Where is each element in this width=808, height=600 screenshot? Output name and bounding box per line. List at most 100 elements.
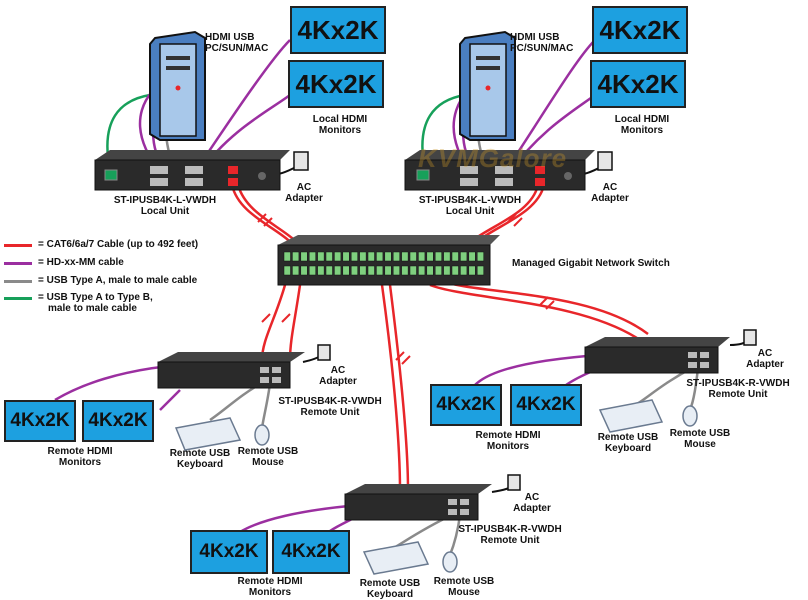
switch-port <box>434 251 442 262</box>
switch-port <box>292 251 300 262</box>
switch-port <box>325 265 333 276</box>
remote-monitor: 4Kx2K <box>272 530 350 574</box>
switch-port <box>401 251 409 262</box>
switch-port <box>460 265 468 276</box>
watermark: KVMGalore <box>418 143 568 173</box>
switch-port <box>451 251 459 262</box>
switch-port <box>292 265 300 276</box>
switch-port <box>317 251 325 262</box>
switch-port <box>443 265 451 276</box>
pc-tower-icon <box>459 30 516 141</box>
local-monitor: 4Kx2K <box>590 60 686 108</box>
hdmi-cable <box>474 353 601 386</box>
switch-port <box>317 265 325 276</box>
switch-port <box>300 251 308 262</box>
switch-port <box>460 251 468 262</box>
switch-port <box>476 251 484 262</box>
hdmi-cable <box>239 503 361 534</box>
switch-port <box>409 265 417 276</box>
switch-port <box>350 251 358 262</box>
switch-port <box>283 265 291 276</box>
switch-port <box>384 251 392 262</box>
switch-port <box>468 251 476 262</box>
local-monitor: 4Kx2K <box>592 6 688 54</box>
local-unit-device <box>404 150 595 191</box>
local-monitor: 4Kx2K <box>290 6 386 54</box>
switch-port <box>342 265 350 276</box>
legend-swatch-cat6 <box>4 244 32 247</box>
switch-port <box>401 265 409 276</box>
legend-item: = HD-xx-MM cable <box>38 257 124 268</box>
switch-port <box>418 265 426 276</box>
keyboard-icon <box>174 399 664 575</box>
switch-port <box>325 251 333 262</box>
mouse-icon <box>254 405 698 573</box>
switch-port <box>426 251 434 262</box>
remote-monitor: 4Kx2K <box>190 530 268 574</box>
switch-port <box>334 265 342 276</box>
switch-label: Managed Gigabit Network Switch <box>512 258 670 269</box>
remote-unit-device <box>344 484 492 521</box>
switch-port <box>451 265 459 276</box>
switch-port <box>308 265 316 276</box>
switch-port <box>443 251 451 262</box>
remote-monitor: 4Kx2K <box>510 384 582 426</box>
legend-swatch-usb-ab <box>4 297 32 300</box>
remote-monitor: 4Kx2K <box>82 400 154 442</box>
local-monitor: 4Kx2K <box>288 60 384 108</box>
legend-swatch-usb-a <box>4 280 32 283</box>
remote-unit-device <box>157 352 305 389</box>
remote-monitor: 4Kx2K <box>4 400 76 442</box>
switch-port <box>409 251 417 262</box>
switch-port <box>376 251 384 262</box>
ac-outlet-icon <box>293 151 757 491</box>
switch-port <box>334 251 342 262</box>
hdmi-cable <box>159 389 181 411</box>
switch-port <box>367 251 375 262</box>
cat6-cable <box>429 283 641 342</box>
switch-port <box>392 251 400 262</box>
switch-port <box>283 251 291 262</box>
network-switch-device <box>277 235 500 286</box>
switch-port <box>418 251 426 262</box>
cat6-cable <box>380 284 402 491</box>
switch-port <box>468 265 476 276</box>
switch-port <box>426 265 434 276</box>
switch-port <box>359 265 367 276</box>
switch-port <box>434 265 442 276</box>
legend-item: = USB Type A, male to male cable <box>38 275 198 286</box>
switch-port <box>384 265 392 276</box>
legend-swatch-hdmi <box>4 262 32 265</box>
switch-port <box>476 265 484 276</box>
local-unit-device <box>94 150 290 191</box>
switch-port <box>300 265 308 276</box>
switch-port <box>367 265 375 276</box>
switch-port <box>359 251 367 262</box>
legend-item: = USB Type A to Type B, male to male cab… <box>38 292 153 314</box>
legend-item: = CAT6/6a/7 Cable (up to 492 feet) <box>38 239 199 250</box>
